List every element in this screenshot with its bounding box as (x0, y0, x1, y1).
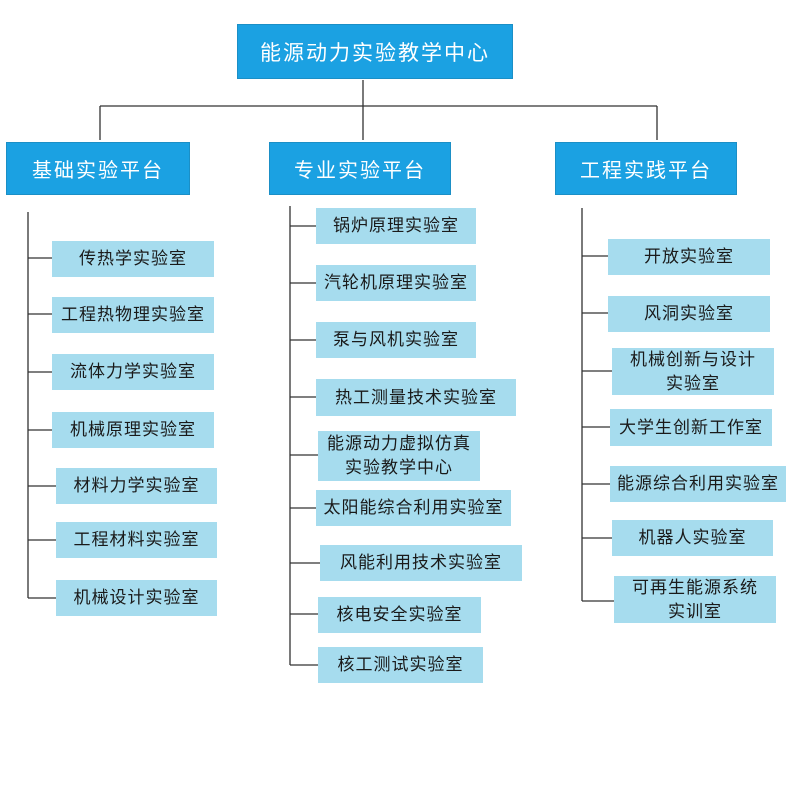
lab-box: 热工测量技术实验室 (316, 379, 516, 416)
lab-label: 工程热物理实验室 (61, 305, 205, 325)
lab-box: 工程材料实验室 (56, 522, 217, 558)
lab-label: 风洞实验室 (644, 304, 734, 324)
lab-box: 大学生创新工作室 (610, 409, 772, 446)
lab-label: 大学生创新工作室 (619, 417, 763, 438)
lab-box: 工程热物理实验室 (52, 297, 214, 333)
center-title: 能源动力实验教学中心 (260, 40, 490, 65)
lab-box: 传热学实验室 (52, 241, 214, 277)
lab-label: 能源综合利用实验室 (617, 474, 779, 494)
lab-box: 风洞实验室 (608, 296, 770, 332)
lab-label: 风能利用技术实验室 (340, 553, 502, 573)
lab-box: 能源综合利用实验室 (610, 466, 786, 502)
lab-box: 能源动力虚拟仿真 实验教学中心 (318, 431, 480, 481)
lab-label: 机械原理实验室 (70, 420, 196, 440)
lab-box: 风能利用技术实验室 (320, 545, 522, 581)
lab-box: 材料力学实验室 (56, 468, 217, 504)
lab-box: 太阳能综合利用实验室 (316, 490, 511, 526)
lab-label: 机械创新与设计 实验室 (630, 349, 756, 394)
lab-box: 可再生能源系统 实训室 (614, 576, 776, 623)
lab-label: 流体力学实验室 (70, 362, 196, 382)
lab-box: 机械原理实验室 (52, 412, 214, 448)
lab-box: 核电安全实验室 (318, 597, 481, 633)
lab-label: 可再生能源系统 实训室 (632, 577, 758, 622)
platform-basic-box: 基础实验平台 (6, 142, 190, 195)
lab-box: 泵与风机实验室 (316, 322, 476, 358)
lab-label: 材料力学实验室 (73, 476, 200, 496)
platform-basic-title: 基础实验平台 (32, 158, 164, 182)
lab-box: 机器人实验室 (612, 520, 773, 556)
lab-box: 流体力学实验室 (52, 354, 214, 390)
lab-label: 汽轮机原理实验室 (324, 273, 468, 293)
lab-label: 开放实验室 (644, 247, 734, 267)
lab-label: 热工测量技术实验室 (335, 387, 497, 408)
platform-professional-title: 专业实验平台 (294, 158, 426, 182)
lab-label: 太阳能综合利用实验室 (323, 498, 504, 518)
lab-label: 机器人实验室 (638, 528, 747, 548)
lab-box: 汽轮机原理实验室 (316, 265, 476, 301)
lab-box: 开放实验室 (608, 239, 770, 275)
lab-box: 核工测试实验室 (318, 647, 483, 683)
platform-engineering-box: 工程实践平台 (555, 142, 737, 195)
lab-label: 核电安全实验室 (336, 605, 463, 625)
lab-label: 机械设计实验室 (73, 588, 200, 608)
lab-label: 能源动力虚拟仿真 实验教学中心 (327, 434, 471, 478)
lab-box: 锅炉原理实验室 (316, 208, 476, 244)
lab-label: 泵与风机实验室 (333, 330, 459, 350)
lab-box: 机械设计实验室 (56, 580, 217, 616)
platform-engineering-title: 工程实践平台 (580, 158, 712, 182)
lab-label: 核工测试实验室 (337, 655, 464, 675)
lab-label: 传热学实验室 (79, 249, 187, 269)
center-title-box: 能源动力实验教学中心 (237, 24, 513, 79)
lab-label: 工程材料实验室 (73, 530, 200, 550)
lab-label: 锅炉原理实验室 (333, 216, 459, 236)
platform-professional-box: 专业实验平台 (269, 142, 451, 195)
lab-box: 机械创新与设计 实验室 (612, 348, 774, 395)
